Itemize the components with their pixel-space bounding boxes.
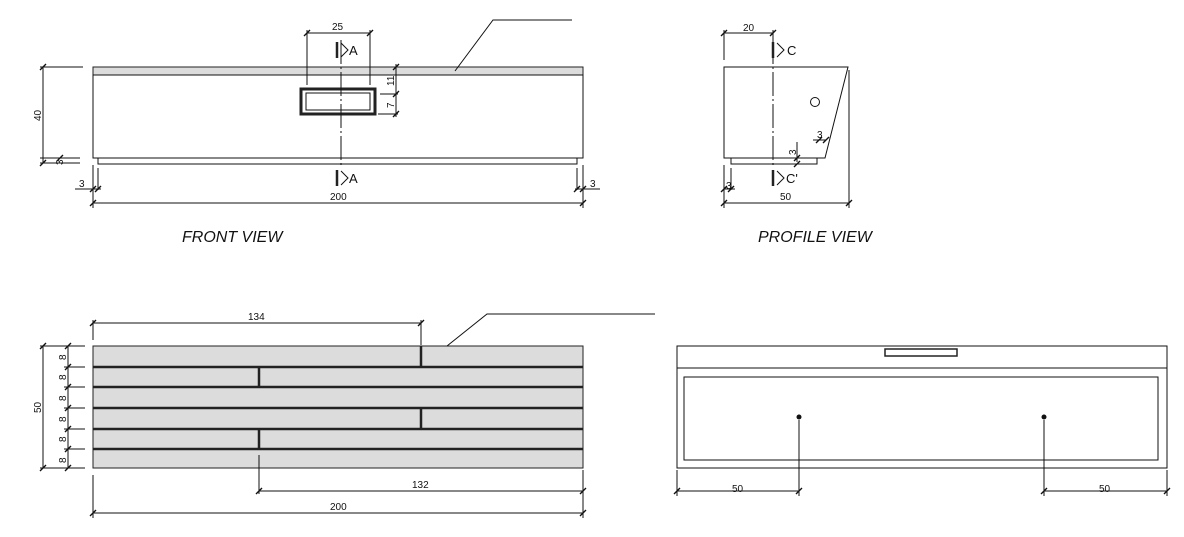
svg-text:50: 50: [1099, 484, 1111, 495]
svg-text:8: 8: [58, 354, 69, 360]
svg-text:200: 200: [330, 502, 347, 513]
svg-text:3: 3: [788, 149, 799, 155]
plan-view: 134 132 200 50 8 8 8 8 8 8: [33, 312, 655, 518]
plank-joints: [93, 346, 583, 451]
svg-text:132: 132: [412, 480, 429, 491]
rear-slot: [884, 348, 958, 357]
section-c-bottom: C': [786, 171, 798, 186]
plan-leader-line: [446, 313, 655, 347]
section-c-top: C: [787, 43, 796, 58]
top-slab: [92, 66, 584, 76]
profile-recess: [730, 158, 818, 165]
svg-text:50: 50: [33, 401, 44, 413]
fixing-point: [796, 414, 802, 420]
svg-text:3: 3: [817, 130, 823, 141]
svg-text:7: 7: [386, 102, 397, 108]
svg-text:20: 20: [743, 23, 755, 34]
svg-text:25: 25: [332, 22, 344, 33]
hole: [810, 97, 820, 107]
profile-body: [723, 66, 849, 159]
body: [92, 74, 584, 159]
front-view: A A 25 11 7 40 3 3 3 200 FRONT VIEW: [33, 19, 600, 246]
svg-text:8: 8: [58, 374, 69, 380]
svg-text:50: 50: [732, 484, 744, 495]
svg-text:8: 8: [58, 457, 69, 463]
svg-text:3: 3: [79, 179, 85, 190]
svg-text:3: 3: [590, 179, 596, 190]
svg-text:200: 200: [330, 192, 347, 203]
svg-text:3: 3: [55, 159, 66, 165]
rear-view: 50 50: [673, 345, 1171, 496]
svg-text:50: 50: [780, 192, 792, 203]
svg-text:11: 11: [386, 75, 397, 86]
svg-text:40: 40: [33, 109, 44, 121]
svg-text:134: 134: [248, 312, 265, 323]
rear-inner-panel: [683, 376, 1159, 461]
section-a-bottom: A: [349, 171, 358, 186]
leader-line: [454, 19, 572, 72]
slot-inner: [305, 92, 371, 111]
profile-view: C C' 20 50 3 3 3 PROFILE VIEW: [720, 23, 874, 246]
front-view-title: FRONT VIEW: [182, 229, 284, 246]
base-recess: [97, 158, 578, 165]
svg-text:8: 8: [58, 395, 69, 401]
fixing-point: [1041, 414, 1047, 420]
profile-view-title: PROFILE VIEW: [758, 229, 874, 246]
section-a-top: A: [349, 43, 358, 58]
rear-outline: [676, 345, 1168, 469]
svg-text:8: 8: [58, 416, 69, 422]
svg-text:3: 3: [726, 181, 732, 192]
svg-text:8: 8: [58, 436, 69, 442]
